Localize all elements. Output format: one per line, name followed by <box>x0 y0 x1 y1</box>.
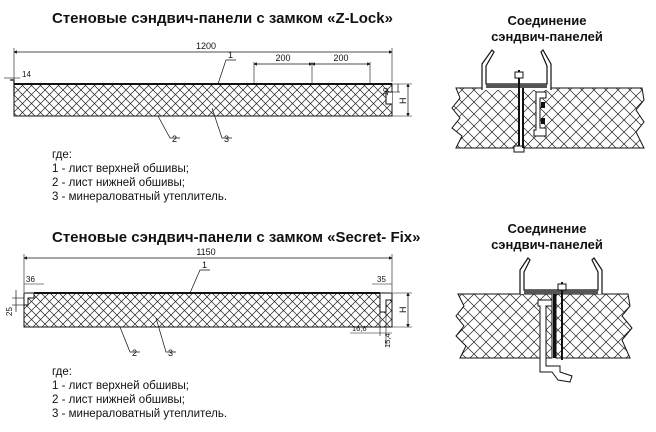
secretfix-joint-lock-profile <box>537 299 573 383</box>
secretfix-joint-right-panel <box>555 293 633 359</box>
secretfix-callout-1: 1 <box>202 260 207 270</box>
secretfix-legend-item-3: 3 - минераловатный утеплитель. <box>52 408 228 420</box>
secretfix-legend: где: 1 - лист верхней обшивы; 2 - лист н… <box>52 365 227 421</box>
secretfix-joint-left-panel <box>455 293 553 359</box>
secretfix-callout-2: 2 <box>132 348 137 358</box>
zlock-joint-lock-profile <box>533 91 547 137</box>
zlock-legend-intro: где: <box>52 149 72 161</box>
secretfix-title: Стеновые сэндвич-панели с замком «Secret… <box>52 229 421 246</box>
zlock-legend: где: 1 - лист верхней обшивы; 2 - лист н… <box>52 148 227 204</box>
secretfix-bottom-b-label: 15,4 <box>383 333 392 348</box>
zlock-thickness-label: H <box>398 98 408 105</box>
zlock-joint-drawing <box>451 49 645 153</box>
zlock-joint-right-panel <box>522 87 645 149</box>
zlock-callout-3: 3 <box>224 134 229 144</box>
zlock-step-b-label: 200 <box>333 53 348 63</box>
zlock-legend-item-2: 2 - лист нижней обшивы; <box>52 177 185 189</box>
secretfix-joint-title-line2: сэндвич-панелей <box>491 237 603 252</box>
zlock-right-lock <box>385 84 393 105</box>
zlock-step-a-label: 200 <box>275 53 290 63</box>
zlock-left-lock <box>10 79 15 96</box>
secretfix-right-lock-label: 35 <box>377 275 386 284</box>
zlock-legend-item-3: 3 - минераловатный утеплитель. <box>52 191 228 203</box>
zlock-panel-drawing: 1200 200 200 14 10 H 1 2 3 <box>4 41 412 144</box>
secretfix-left-lock-label: 36 <box>26 275 35 284</box>
secretfix-joint-title-line1: Соединение <box>507 221 587 236</box>
zlock-legend-item-1: 1 - лист верхней обшивы; <box>52 163 189 175</box>
secretfix-length-label: 1150 <box>196 247 215 257</box>
zlock-joint-title-line1: Соединение <box>507 13 587 28</box>
zlock-title: Стеновые сэндвич-панели с замком «Z-Lock… <box>52 10 393 27</box>
secretfix-legend-intro: где: <box>52 366 72 378</box>
secretfix-callout-3: 3 <box>168 348 173 358</box>
zlock-joint-left-panel <box>451 87 520 149</box>
secretfix-joint-drawing <box>455 257 633 383</box>
secretfix-thickness-label: H <box>398 307 408 314</box>
zlock-panel-core <box>13 83 393 117</box>
secretfix-legend-item-2: 2 - лист нижней обшивы; <box>52 394 185 406</box>
zlock-callout-1: 1 <box>228 50 233 60</box>
zlock-joint-title: Соединение сэндвич-панелей <box>467 13 627 45</box>
zlock-callout-2: 2 <box>172 134 177 144</box>
secretfix-left-depth-label: 25 <box>5 307 14 316</box>
secretfix-panel-drawing: 1150 36 35 25 H 16,6 15,4 1 2 3 <box>5 247 412 358</box>
secretfix-bottom-a-label: 16,6 <box>352 324 367 333</box>
zlock-length-label: 1200 <box>196 41 216 51</box>
secretfix-legend-item-1: 1 - лист верхней обшивы; <box>52 380 189 392</box>
zlock-small-label: 10 <box>381 88 390 96</box>
secretfix-panel-core <box>23 292 393 328</box>
secretfix-joint-title: Соединение сэндвич-панелей <box>467 221 627 253</box>
zlock-lock-label: 14 <box>22 70 31 79</box>
zlock-joint-title-line2: сэндвич-панелей <box>491 29 603 44</box>
